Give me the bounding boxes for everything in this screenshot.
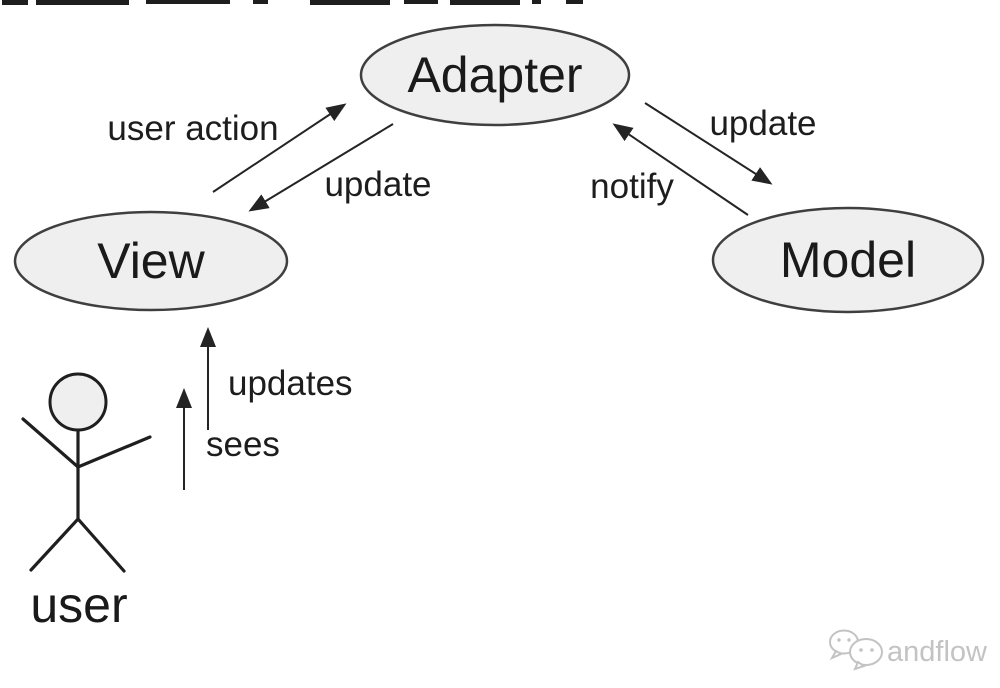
watermark: andflow [829, 629, 988, 671]
view-label: View [97, 233, 205, 289]
stick-figure-legs [29, 516, 126, 573]
adapter-label: Adapter [407, 47, 582, 103]
edge-update-to-view-label: update [324, 165, 431, 204]
edge-user-action-label: user action [107, 109, 278, 148]
wechat-bubbles-icon [829, 629, 883, 671]
edge-notify-label: notify [590, 167, 674, 206]
edge-notify-arrow [612, 123, 749, 216]
view-ellipse [13, 210, 289, 312]
stick-figure-arms [21, 417, 152, 469]
node-model: Model [711, 206, 985, 314]
edge-user-action-arrow [212, 103, 347, 193]
edge-update-to-model-arrow [644, 102, 773, 185]
actor-user-label: user [30, 577, 127, 633]
model-ellipse [711, 206, 985, 314]
model-label: Model [780, 232, 916, 288]
edge-update-to-model-label: update [709, 104, 816, 143]
edge-update-to-view-arrow [248, 123, 394, 212]
actor-user: user [21, 372, 152, 633]
node-adapter: Adapter [359, 23, 631, 127]
node-view: View [13, 210, 289, 312]
watermark-text: andflow [887, 636, 988, 668]
edges: user action update update notify updates… [107, 102, 817, 490]
edge-sees-label: sees [206, 425, 280, 464]
cropped-text-fragments [2, 0, 583, 5]
edge-updates-label: updates [228, 364, 353, 403]
stick-figure-head [48, 372, 108, 432]
adapter-ellipse [359, 23, 631, 127]
